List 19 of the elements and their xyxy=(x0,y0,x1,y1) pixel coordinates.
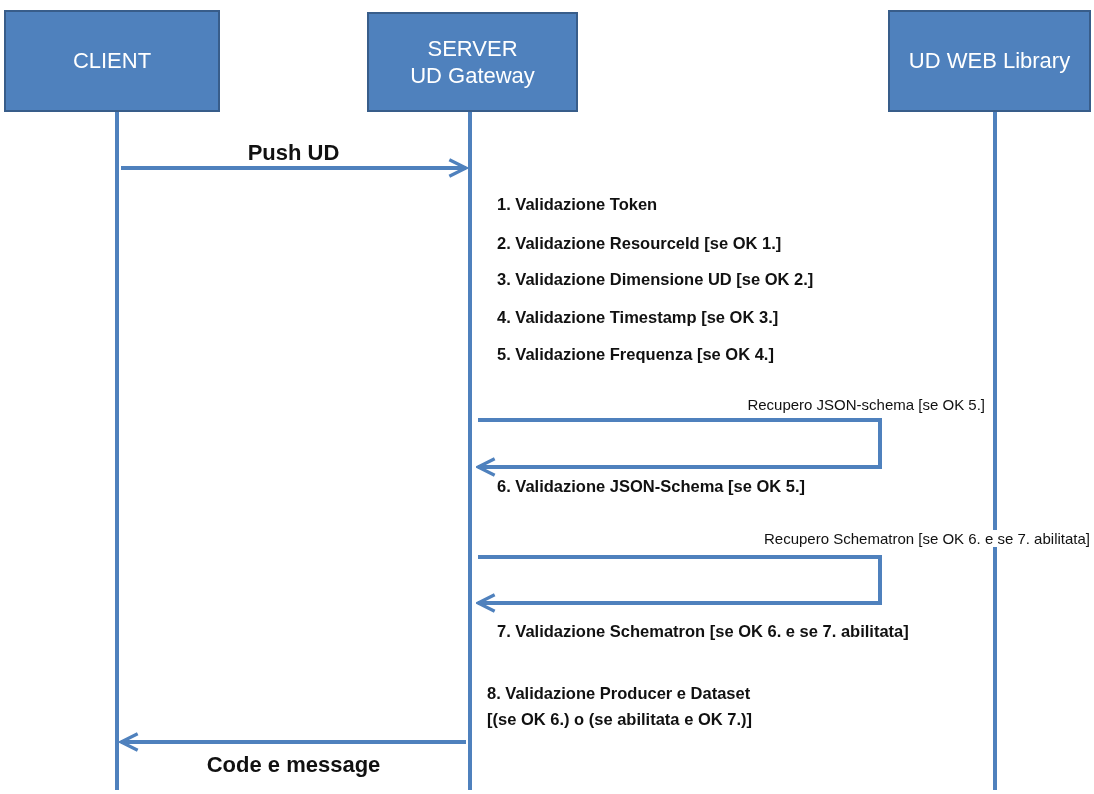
step-note: 4. Validazione Timestamp [se OK 3.] xyxy=(497,308,779,327)
message-arrow xyxy=(476,555,882,613)
step-note: 3. Validazione Dimensione UD [se OK 2.] xyxy=(497,270,814,289)
message-arrow xyxy=(119,732,466,752)
lifeline-header-box: CLIENT xyxy=(4,10,220,112)
step-note: 8. Validazione Producer e Dataset [(se OK 6.) o (se abilitata e OK 7.)] xyxy=(487,683,753,730)
step-note: 7. Validazione Schematron [se OK 6. e se 7. abilitata] xyxy=(497,622,909,641)
step-note: 2. Validazione ResourceId [se OK 1.] xyxy=(497,234,782,253)
step-note: 5. Validazione Frequenza [se OK 4.] xyxy=(497,345,774,364)
message-label: Code e message xyxy=(206,752,381,778)
message-label: Recupero Schematron [se OK 6. e se 7. abilitata] xyxy=(764,530,1090,547)
message-label: Recupero JSON-schema [se OK 5.] xyxy=(747,396,985,413)
message-label: Push UD xyxy=(247,140,340,166)
lifeline-header-box: SERVER UD Gateway xyxy=(367,12,578,112)
step-note: 1. Validazione Token xyxy=(497,195,658,214)
message-arrow xyxy=(476,418,882,477)
lifeline-header-box: UD WEB Library xyxy=(888,10,1091,112)
message-arrow xyxy=(121,158,468,178)
step-note: 6. Validazione JSON-Schema [se OK 5.] xyxy=(497,477,806,496)
